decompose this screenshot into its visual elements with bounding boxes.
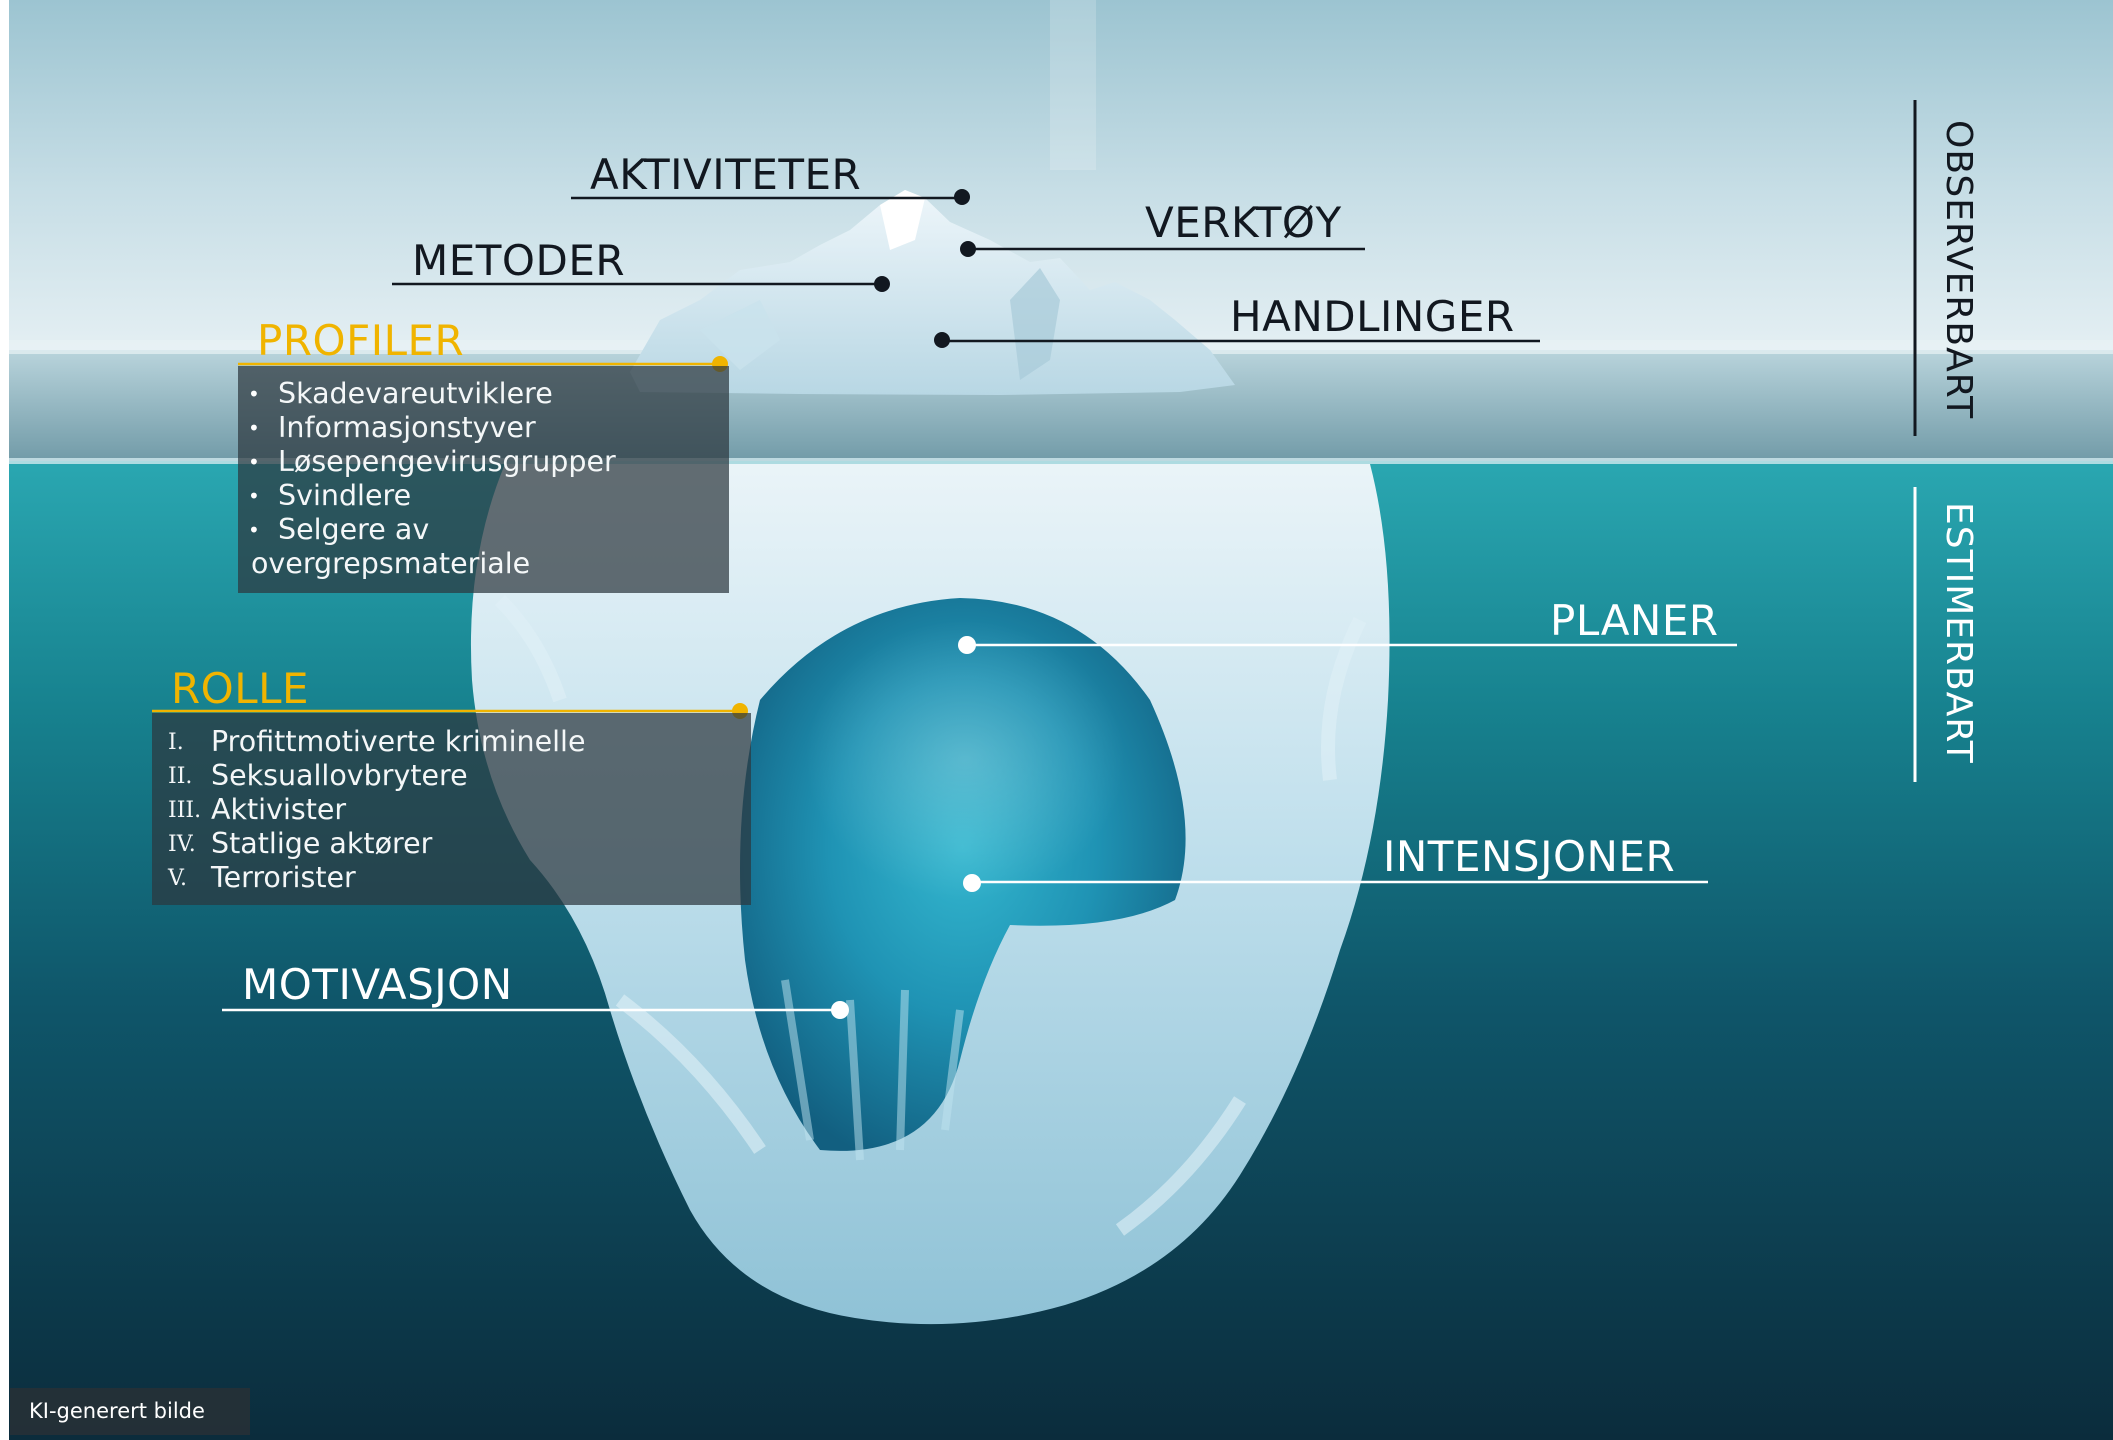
profiler-panel: • Skadevareutviklere • Informasjonstyver •…: [238, 366, 729, 593]
profile-text: Informasjonstyver: [278, 411, 536, 444]
list-item: V. Terrorister: [152, 861, 751, 895]
label-handlinger: HANDLINGER: [1230, 292, 1515, 341]
profile-text: Skadevareutviklere: [278, 377, 553, 410]
handlinger-dot: [934, 332, 950, 348]
list-item: • Informasjonstyver: [238, 411, 729, 445]
bullet-icon: •: [248, 518, 260, 542]
list-item: IV. Statlige aktører: [152, 827, 751, 861]
list-item: • Svindlere: [238, 479, 729, 513]
roman-numeral: I.: [168, 730, 184, 755]
rolle-panel: I. Profittmotiverte kriminelle II. Seksual…: [152, 713, 751, 905]
profile-text: Selgere av: [278, 513, 430, 546]
profiler-list: • Skadevareutviklere • Informasjonstyver •…: [238, 366, 729, 581]
label-planer: PLANER: [1550, 596, 1719, 645]
role-text: Statlige aktører: [211, 827, 433, 860]
profile-text: Svindlere: [278, 479, 412, 512]
metoder-dot: [874, 276, 890, 292]
label-intensjoner: INTENSJONER: [1383, 832, 1676, 881]
intensjoner-dot: [963, 874, 981, 892]
profile-text-continuation: overgrepsmateriale: [251, 547, 531, 580]
rolle-list: I. Profittmotiverte kriminelle II. Seksual…: [152, 713, 751, 895]
roman-numeral: II.: [168, 764, 193, 789]
bullet-icon: •: [248, 450, 260, 474]
roman-numeral: V.: [168, 866, 188, 891]
role-text: Seksuallovbrytere: [211, 759, 468, 792]
bullet-icon: •: [248, 484, 260, 508]
side-label-estimerbart: ESTIMERBART: [1938, 502, 1979, 764]
bullet-icon: •: [248, 416, 260, 440]
label-motivasjon: MOTIVASJON: [242, 960, 513, 1009]
list-item: • Løsepengevirusgrupper: [238, 445, 729, 479]
roman-numeral: III.: [168, 798, 202, 823]
role-text: Terrorister: [211, 861, 356, 894]
verktoy-dot: [960, 241, 976, 257]
profiler-title: PROFILER: [257, 316, 465, 365]
aktiviteter-dot: [954, 189, 970, 205]
list-item: I. Profittmotiverte kriminelle: [152, 725, 751, 759]
side-label-observerbart: OBSERVERBART: [1938, 120, 1979, 420]
list-item: • Skadevareutviklere: [238, 377, 729, 411]
planer-dot: [958, 636, 976, 654]
profile-text: Løsepengevirusgrupper: [278, 445, 616, 478]
label-metoder: METODER: [412, 236, 626, 285]
list-item: II. Seksuallovbrytere: [152, 759, 751, 793]
label-verktoy: VERKTØY: [1145, 198, 1342, 247]
rolle-title: ROLLE: [171, 664, 310, 713]
roman-numeral: IV.: [168, 832, 196, 857]
list-item: III. Aktivister: [152, 793, 751, 827]
label-aktiviteter: AKTIVITETER: [590, 150, 862, 199]
ai-generated-caption: KI-generert bilde: [10, 1388, 250, 1435]
motivasjon-dot: [831, 1001, 849, 1019]
role-text: Aktivister: [211, 793, 347, 826]
bullet-icon: •: [248, 382, 260, 406]
role-text: Profittmotiverte kriminelle: [211, 725, 586, 758]
